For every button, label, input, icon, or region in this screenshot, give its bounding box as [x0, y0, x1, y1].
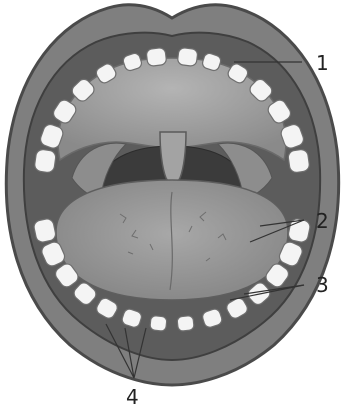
upper-tooth [287, 149, 310, 174]
callout-1: 1 [316, 51, 329, 75]
callout-3: 3 [316, 273, 329, 297]
callout-4: 4 [126, 385, 139, 409]
upper-tooth [177, 47, 198, 66]
lower-tooth [177, 315, 194, 331]
callout-2: 2 [316, 209, 329, 233]
upper-tooth [146, 47, 167, 66]
lower-tooth [150, 315, 167, 331]
upper-tooth [34, 149, 57, 174]
